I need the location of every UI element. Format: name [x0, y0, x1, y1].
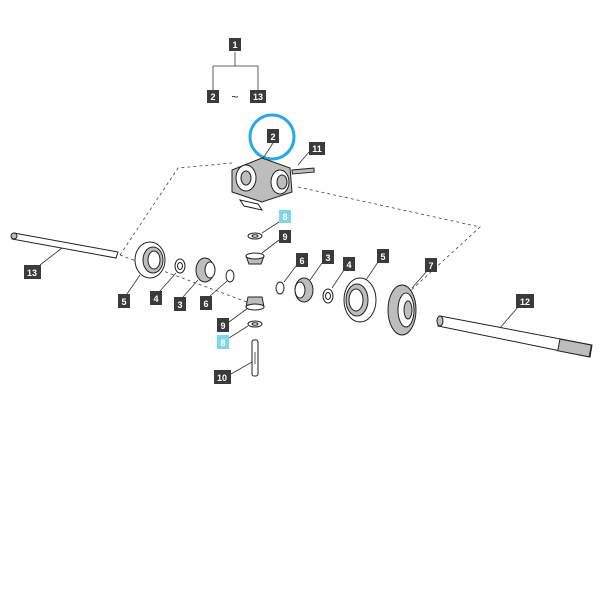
svg-text:1: 1 [232, 40, 237, 50]
callout-4-left[interactable]: 4 [150, 291, 162, 305]
range-tilde: ~ [231, 90, 238, 104]
ring-gear-part[interactable] [387, 284, 417, 336]
callout-2[interactable]: 2 [267, 129, 279, 143]
svg-text:2: 2 [210, 92, 215, 102]
washer-part-bottom[interactable] [247, 320, 263, 328]
callout-8-bottom[interactable]: 8 [217, 335, 229, 349]
svg-text:6: 6 [203, 299, 208, 309]
cross-shaft-part[interactable] [251, 339, 259, 377]
assembly-outline [119, 162, 481, 306]
callout-12[interactable]: 12 [516, 294, 534, 308]
callout-9-bottom[interactable]: 9 [217, 318, 229, 332]
right-side-gear-part[interactable] [294, 277, 314, 303]
right-axle-shaft-part[interactable] [436, 315, 593, 358]
left-bearing-part[interactable] [134, 241, 166, 279]
svg-text:9: 9 [220, 321, 225, 331]
svg-text:4: 4 [153, 294, 158, 304]
svg-text:8: 8 [282, 212, 287, 222]
svg-text:3: 3 [177, 300, 182, 310]
callout-range-2[interactable]: 2 [207, 90, 219, 103]
pin-part[interactable] [291, 167, 315, 175]
right-bearing-part[interactable] [343, 277, 377, 323]
callout-11[interactable]: 11 [309, 142, 325, 155]
callout-4-right[interactable]: 4 [343, 257, 355, 271]
left-thrust-washer-part[interactable] [174, 258, 186, 274]
callout-7[interactable]: 7 [425, 258, 437, 272]
callout-13[interactable]: 13 [24, 265, 41, 279]
pinion-gear-part-bottom[interactable] [245, 296, 265, 311]
svg-text:12: 12 [520, 297, 530, 307]
callout-1[interactable]: 1 [229, 38, 241, 51]
pinion-gear-part-top[interactable] [245, 252, 265, 265]
svg-text:2: 2 [270, 132, 275, 142]
svg-text:5: 5 [380, 252, 385, 262]
svg-text:6: 6 [299, 256, 304, 266]
right-snap-ring-part[interactable] [275, 281, 285, 295]
svg-text:5: 5 [121, 297, 126, 307]
callout-10[interactable]: 10 [214, 370, 231, 384]
right-thrust-washer-part[interactable] [322, 288, 334, 304]
svg-text:10: 10 [217, 373, 227, 383]
svg-text:3: 3 [325, 253, 330, 263]
left-snap-ring-part[interactable] [225, 269, 235, 283]
svg-text:9: 9 [282, 232, 287, 242]
svg-text:11: 11 [312, 144, 322, 154]
assembly-bracket [212, 52, 259, 90]
callout-6-right[interactable]: 6 [296, 253, 308, 267]
left-axle-shaft-part[interactable] [10, 232, 119, 259]
callout-range-13[interactable]: 13 [250, 90, 266, 103]
callout-3-right[interactable]: 3 [322, 250, 334, 264]
svg-text:13: 13 [253, 92, 263, 102]
highlight-circle [248, 113, 296, 161]
callout-5-right[interactable]: 5 [377, 249, 389, 263]
callout-5-left[interactable]: 5 [118, 294, 130, 308]
differential-housing-part[interactable] [231, 157, 293, 211]
svg-text:7: 7 [428, 261, 433, 271]
svg-text:13: 13 [27, 268, 37, 278]
svg-text:4: 4 [346, 260, 351, 270]
callout-8-top[interactable]: 8 [279, 210, 291, 223]
washer-part-top[interactable] [247, 232, 263, 240]
callout-3-left[interactable]: 3 [174, 297, 186, 311]
callout-9-top[interactable]: 9 [279, 230, 291, 243]
svg-text:8: 8 [220, 338, 225, 348]
callout-6-left[interactable]: 6 [200, 296, 212, 310]
left-side-gear-part[interactable] [195, 257, 216, 283]
